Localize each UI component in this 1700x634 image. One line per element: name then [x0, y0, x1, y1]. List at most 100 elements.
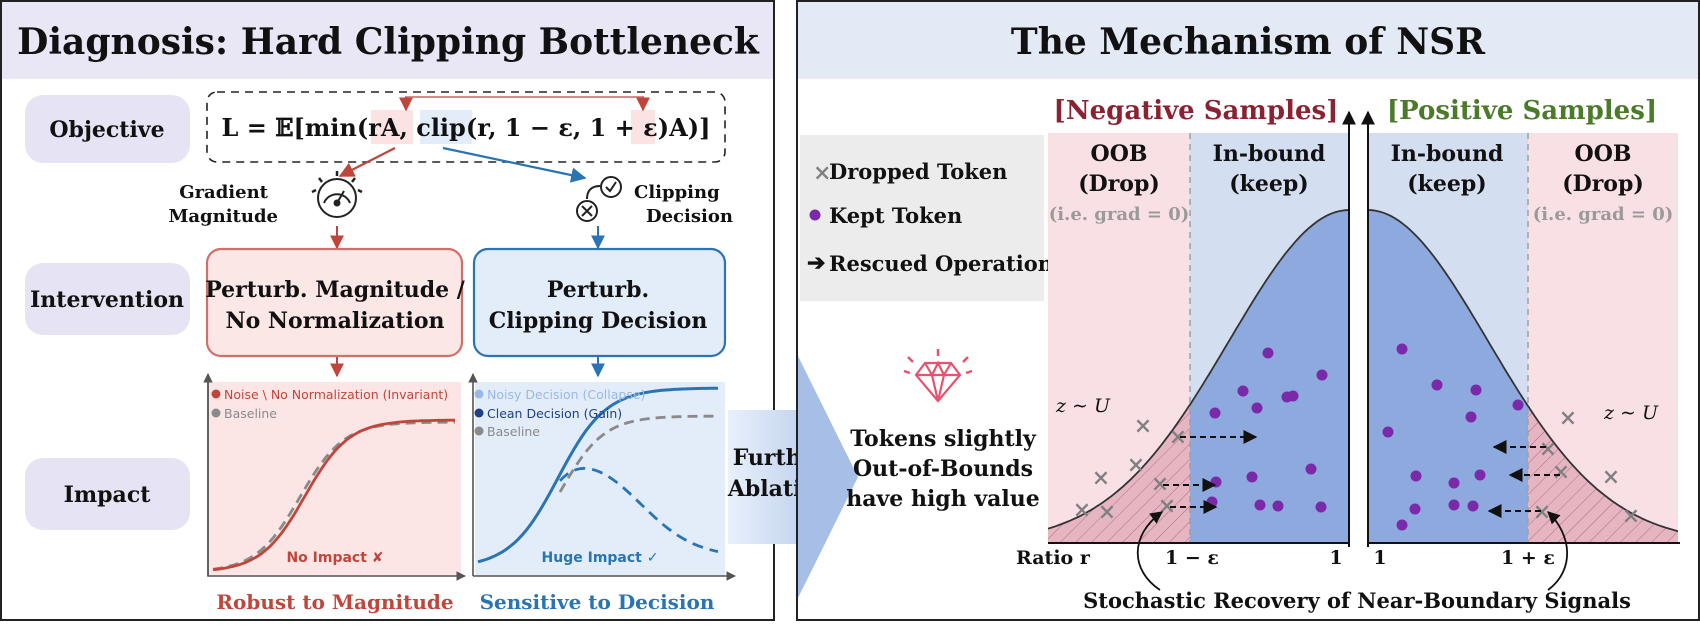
row-label-impact: Impact	[64, 482, 152, 508]
pos-inbound-label: In-bound(keep)	[1391, 141, 1504, 197]
gauge-icon	[311, 171, 363, 218]
axis-ratio-label: Ratio r	[1016, 547, 1091, 569]
kept-token	[1512, 399, 1524, 411]
dropped-token: ×	[1602, 464, 1620, 490]
kept-token	[1448, 477, 1460, 489]
pos-oob-label: OOB(Drop)	[1562, 141, 1644, 197]
pos-oob-grad: (i.e. grad = 0)	[1533, 204, 1674, 225]
dropped-token: ×	[1622, 503, 1640, 529]
legend-gain: Clean Decision (Gain)	[487, 406, 622, 421]
tick-one-left: 1	[1329, 547, 1342, 569]
invariant-curve	[212, 418, 455, 572]
neg-oob-grad: (i.e. grad = 0)	[1049, 204, 1190, 225]
baseline-curve	[212, 420, 456, 571]
dropped-token: ×	[1092, 465, 1110, 491]
kept-token	[1305, 463, 1317, 475]
dropped-token: ×	[1073, 497, 1091, 523]
dropped-token: ×	[1134, 413, 1152, 439]
kept-token	[1409, 503, 1421, 515]
kept-token	[1315, 501, 1327, 513]
dropped-token: ×	[1539, 436, 1557, 462]
kept-token	[1206, 496, 1218, 508]
kept-token	[1474, 469, 1486, 481]
dropped-token: ×	[1559, 405, 1577, 431]
arrow-to-clipping	[442, 146, 587, 183]
gain-curve	[477, 386, 719, 564]
chart-magnitude: Noise \ No Normalization (Invariant) Bas…	[203, 373, 466, 581]
kept-token	[1431, 379, 1443, 391]
gem-icon	[903, 349, 973, 403]
decision-icon	[576, 176, 622, 222]
z-label-left: z ∼ U	[1055, 395, 1111, 417]
dropped-token: ×	[1169, 424, 1187, 450]
row-label-objective-bg	[25, 95, 190, 163]
arrow-to-gradient	[338, 147, 396, 177]
z-label-right: z ∼ U	[1603, 402, 1659, 424]
legend-baseline-left: Baseline	[224, 406, 277, 421]
kept-token	[1210, 476, 1222, 488]
left-panel: Diagnosis: Hard Clipping Bottleneck Obje…	[0, 0, 775, 621]
tick-one-right: 1	[1373, 547, 1386, 569]
perturb-magnitude-text: Perturb. Magnitude /No Normalization	[205, 277, 466, 334]
kept-token	[1287, 390, 1299, 402]
kept-token	[1246, 471, 1258, 483]
stochastic-recovery-caption: Stochastic Recovery of Near-Boundary Sig…	[1083, 588, 1631, 613]
kept-token	[1467, 500, 1479, 512]
legend-rescued: Rescued Operation	[829, 251, 1053, 276]
kept-token	[1237, 385, 1249, 397]
positive-samples-title: [Positive Samples]	[1387, 96, 1657, 126]
highlight-rA	[371, 110, 413, 144]
kept-token	[1410, 470, 1422, 482]
legend-x-icon: ×	[813, 160, 831, 186]
kept-token	[1396, 343, 1408, 355]
perturb-decision-text: Perturb.Clipping Decision	[489, 277, 708, 334]
tokens: ××××××××××××××	[1073, 343, 1640, 531]
formula: L = 𝔼[min(rA, clip(r, 1 − ε, 1 + ε)A)]	[222, 113, 711, 142]
highlight-clip	[420, 110, 472, 144]
row-label-objective: Objective	[49, 117, 164, 143]
perturb-magnitude-box	[205, 247, 464, 358]
legend-kept: Kept Token	[829, 203, 962, 228]
legend-collapse: Noisy Decision (Collapse)	[487, 387, 645, 402]
dropped-token: ×	[1552, 459, 1570, 485]
bell-curve	[1047, 209, 1679, 543]
kept-token	[1272, 500, 1284, 512]
no-impact-note: No Impact ✘	[286, 550, 383, 566]
collapse-curve	[559, 466, 719, 553]
left-title-bar	[2, 2, 773, 79]
dropped-token: ×	[1127, 452, 1145, 478]
dropped-token: ×	[1151, 471, 1169, 497]
kept-token	[1448, 499, 1460, 511]
baseline-curve-right	[558, 414, 718, 493]
huge-impact-note: Huge Impact ✓	[542, 550, 659, 566]
legend-box	[800, 135, 1044, 301]
neg-inbound-label: In-bound(keep)	[1213, 141, 1326, 197]
kept-token	[1254, 499, 1266, 511]
kept-token	[1251, 402, 1263, 414]
legend-arrow-icon: ➔	[807, 250, 825, 276]
legend-dot-icon	[809, 209, 821, 221]
left-title: Diagnosis: Hard Clipping Bottleneck	[17, 21, 760, 63]
tick-one-plus-eps: 1 + ε	[1501, 547, 1555, 569]
caption-robust: Robust to Magnitude	[216, 590, 453, 614]
kept-token	[1209, 407, 1221, 419]
neg-oob-label: OOB(Drop)	[1078, 141, 1160, 197]
legend-dropped: Dropped Token	[829, 159, 1007, 184]
caption-sensitive: Sensitive to Decision	[480, 590, 715, 614]
kept-token	[1382, 426, 1394, 438]
kept-token	[1262, 347, 1274, 359]
right-title-bar	[798, 2, 1698, 79]
row-label-impact-bg	[25, 458, 190, 530]
kept-token	[1396, 519, 1408, 531]
tick-one-minus-eps: 1 − ε	[1165, 547, 1219, 569]
legend-baseline-right: Baseline	[487, 424, 540, 439]
kept-token	[1470, 384, 1482, 396]
perturb-decision-box	[472, 247, 727, 358]
right-title: The Mechanism of NSR	[1011, 21, 1486, 63]
dropped-token: ×	[1533, 499, 1551, 525]
